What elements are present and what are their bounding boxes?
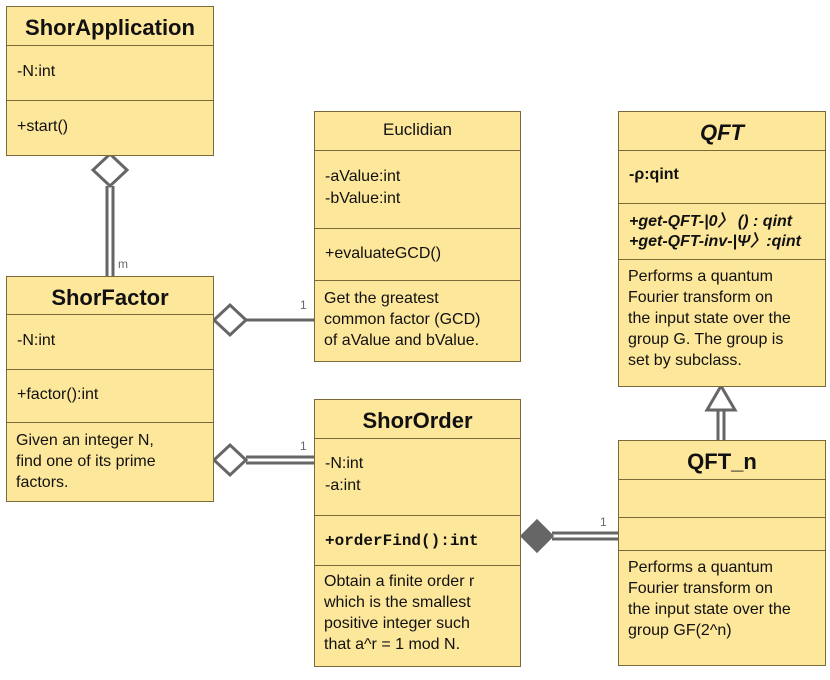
attribute: -a:int <box>325 477 361 494</box>
generalization-triangle <box>704 383 738 412</box>
operations-section <box>619 517 825 550</box>
description-line: Given an integer N, <box>16 432 154 449</box>
description-line: the input state over the <box>628 601 791 618</box>
description-line: of aValue and bValue. <box>324 332 480 349</box>
class-name: Euclidian <box>383 120 452 139</box>
class-name: QFT_n <box>687 449 757 474</box>
aggregation-shorfactor-shorapplication <box>90 151 130 276</box>
class-euclidian[interactable]: Euclidian -aValue:int -bValue:int +evalu… <box>314 111 521 362</box>
class-shorapplication[interactable]: ShorApplication -N:int +start() <box>6 6 214 156</box>
operation: +get-QFT-|0〉 () : qint <box>629 213 793 230</box>
description-section: Performs a quantum Fourier transform on … <box>619 550 825 666</box>
operation: +get-QFT-inv-|Ψ〉:qint <box>629 233 801 250</box>
description-section: Obtain a finite order r which is the sma… <box>315 565 520 667</box>
operation: +evaluateGCD() <box>325 245 442 262</box>
class-shororder[interactable]: ShorOrder -N:int -a:int +orderFind():int… <box>314 399 521 667</box>
description-line: find one of its prime <box>16 453 156 470</box>
aggregation-diamond <box>211 302 249 338</box>
attributes-section: -ρ:qint <box>619 150 825 203</box>
operations-section: +factor():int <box>7 369 213 422</box>
description-line: factors. <box>16 474 69 491</box>
class-qft[interactable]: QFT -ρ:qint +get-QFT-|0〉 () : qint +get-… <box>618 111 826 387</box>
multiplicity-label: 1 <box>300 298 307 312</box>
attributes-section: -N:int -a:int <box>315 438 520 515</box>
attribute: -ρ:qint <box>629 166 679 183</box>
aggregation-shororder-shorfactor <box>211 442 314 478</box>
description-line: which is the smallest <box>324 594 471 611</box>
class-name: ShorFactor <box>51 285 169 310</box>
description-section: Performs a quantum Fourier transform on … <box>619 259 825 387</box>
attribute: -N:int <box>17 332 56 349</box>
attributes-section <box>619 479 825 517</box>
description-line: Performs a quantum <box>628 559 773 576</box>
description-line: Get the greatest <box>324 290 439 307</box>
attributes-section: -N:int <box>7 314 213 369</box>
class-shorfactor[interactable]: ShorFactor -N:int +factor():int Given an… <box>6 276 214 502</box>
description-line: Obtain a finite order r <box>324 573 475 590</box>
operation: +factor():int <box>17 386 99 403</box>
multiplicity-label: 1 <box>600 515 607 529</box>
attribute: -aValue:int <box>325 168 401 185</box>
multiplicity-label: m <box>118 257 128 271</box>
description-line: the input state over the <box>628 310 791 327</box>
operations-section: +get-QFT-|0〉 () : qint +get-QFT-inv-|Ψ〉:… <box>619 203 825 259</box>
aggregation-diamond <box>211 442 249 478</box>
class-name: ShorApplication <box>25 15 195 40</box>
composition-qftn-shororder <box>519 518 618 554</box>
operation: +start() <box>17 118 69 135</box>
multiplicity-label: 1 <box>300 439 307 453</box>
attribute: -N:int <box>325 455 364 472</box>
description-line: Fourier transform on <box>628 289 773 306</box>
operation: +orderFind():int <box>325 532 479 550</box>
description-line: that a^r = 1 mod N. <box>324 636 461 653</box>
description-line: common factor (GCD) <box>324 311 481 328</box>
class-qft-n[interactable]: QFT_n Performs a quantum Fourier transfo… <box>618 440 826 666</box>
aggregation-euclidian-shorfactor <box>211 302 314 338</box>
generalization-qftn-qft <box>704 383 738 440</box>
description-section: Given an integer N, find one of its prim… <box>7 422 213 502</box>
description-line: positive integer such <box>324 615 470 632</box>
description-line: group G. The group is <box>628 331 784 348</box>
composition-diamond <box>519 518 555 554</box>
operations-section: +orderFind():int <box>315 515 520 565</box>
description-section: Get the greatest common factor (GCD) of … <box>315 280 520 362</box>
class-name: QFT <box>700 120 744 145</box>
attribute: -bValue:int <box>325 190 401 207</box>
class-name: ShorOrder <box>362 408 473 433</box>
operations-section: +evaluateGCD() <box>315 228 520 280</box>
description-line: Fourier transform on <box>628 580 773 597</box>
aggregation-diamond <box>90 151 130 189</box>
operations-section: +start() <box>7 100 213 156</box>
description-line: group GF(2^n) <box>628 622 732 639</box>
description-line: Performs a quantum <box>628 268 773 285</box>
attributes-section: -N:int <box>7 45 213 100</box>
attribute: -N:int <box>17 63 56 80</box>
attributes-section: -aValue:int -bValue:int <box>315 150 520 228</box>
description-line: set by subclass. <box>628 352 742 369</box>
